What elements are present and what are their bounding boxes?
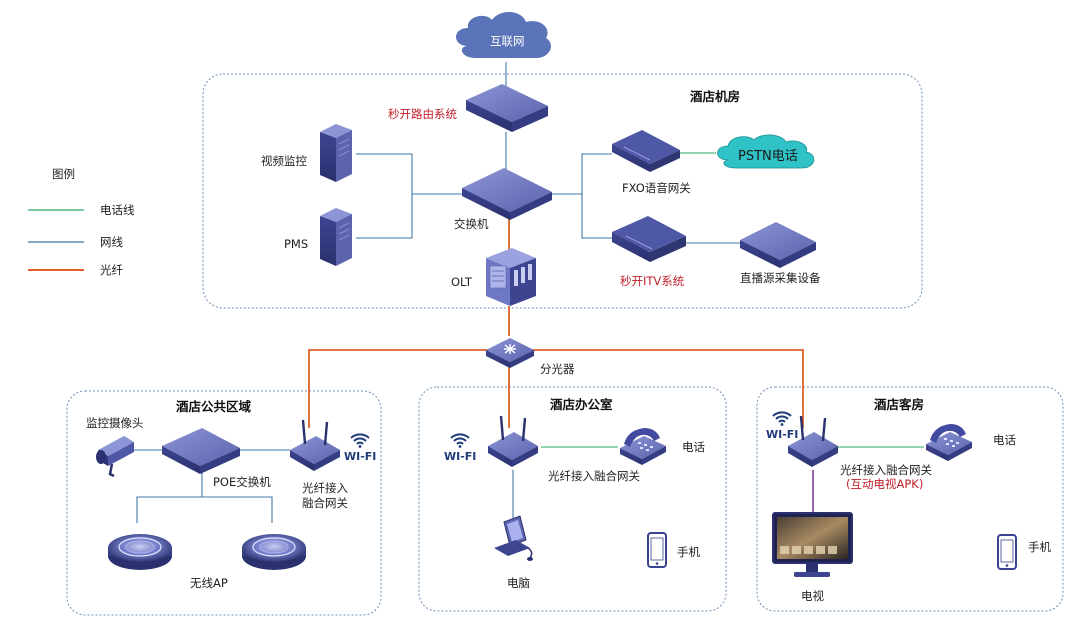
live-capture-label: 直播源采集设备	[740, 271, 821, 285]
fxo-gateway-label: FXO语音网关	[622, 181, 691, 195]
switch-icon	[162, 428, 240, 474]
olt-icon	[486, 248, 536, 306]
router-icon	[740, 222, 816, 268]
public-wifi-label: WI-FI	[344, 450, 376, 463]
room-phone-label: 电话	[993, 433, 1016, 447]
zone-guest-room	[756, 386, 1064, 612]
room-gateway-label-line2: (互动电视APK)	[846, 477, 923, 491]
zone-title-office: 酒店办公室	[550, 397, 613, 412]
public-gateway-label-line2: 融合网关	[302, 496, 348, 510]
router-icon	[612, 216, 686, 262]
legend-item-fiber: 光纤	[100, 263, 123, 277]
router-label: 秒开路由系统	[388, 107, 457, 121]
switch-icon	[462, 168, 552, 220]
gateway-icon	[288, 418, 342, 473]
olt-label: OLT	[451, 275, 473, 289]
phone-icon	[620, 428, 666, 465]
tv-label: 电视	[801, 589, 824, 603]
poe-switch-label: POE交换机	[213, 475, 271, 489]
legend-title: 图例	[52, 167, 75, 181]
office-gateway-label: 光纤接入融合网关	[548, 469, 640, 483]
wifi-icon	[772, 411, 792, 427]
zone-office	[418, 386, 727, 612]
wireless-ap-icon	[241, 533, 307, 571]
internet-label: 互联网	[490, 34, 525, 48]
mobile-icon	[997, 534, 1017, 570]
zone-title-machine-room: 酒店机房	[690, 89, 740, 104]
office-mobile-label: 手机	[677, 545, 700, 559]
wifi-icon	[450, 433, 470, 449]
room-wifi-label: WI-FI	[766, 428, 798, 441]
itv-label: 秒开ITV系统	[620, 274, 685, 288]
gateway-icon	[786, 414, 840, 469]
pstn-label: PSTN电话	[738, 149, 798, 164]
computer-icon	[494, 515, 533, 561]
server-icon	[319, 207, 353, 267]
video-surveillance-label: 视频监控	[261, 154, 307, 168]
office-phone-label: 电话	[682, 440, 705, 454]
public-gateway-label-line1: 光纤接入	[302, 481, 348, 495]
server-icon	[319, 123, 353, 183]
network-cables	[134, 62, 742, 523]
pms-label: PMS	[284, 237, 308, 251]
computer-label: 电脑	[507, 576, 530, 590]
splitter-label: 分光器	[540, 362, 575, 376]
room-mobile-label: 手机	[1028, 540, 1051, 554]
zone-title-guest-room: 酒店客房	[874, 397, 924, 412]
cloud-icon	[717, 134, 815, 169]
fiber-lines	[308, 215, 804, 428]
gateway-icon	[486, 414, 540, 469]
splitter-icon	[486, 338, 534, 368]
legend-item-phone-line: 电话线	[100, 203, 135, 217]
zone-title-public-area: 酒店公共区域	[176, 399, 252, 414]
zone-public-area	[66, 390, 382, 616]
router-icon	[466, 84, 548, 132]
mobile-icon	[647, 532, 667, 568]
cloud-icon	[456, 11, 551, 58]
wireless-ap-icon	[107, 533, 173, 571]
office-wifi-label: WI-FI	[444, 450, 476, 463]
phone-lines	[541, 152, 924, 448]
camera-icon	[96, 436, 134, 478]
wifi-icon	[350, 433, 370, 449]
legend-item-network-cable: 网线	[100, 235, 123, 249]
core-switch-label: 交换机	[454, 217, 489, 231]
legend: 图例 电话线 网线 光纤	[28, 167, 135, 277]
wireless-ap-label: 无线AP	[190, 576, 228, 590]
phone-icon	[926, 424, 972, 461]
camera-label: 监控摄像头	[86, 416, 144, 430]
room-gateway-label-line1: 光纤接入融合网关	[840, 463, 932, 477]
tv-icon	[772, 512, 853, 577]
router-icon	[612, 130, 680, 172]
